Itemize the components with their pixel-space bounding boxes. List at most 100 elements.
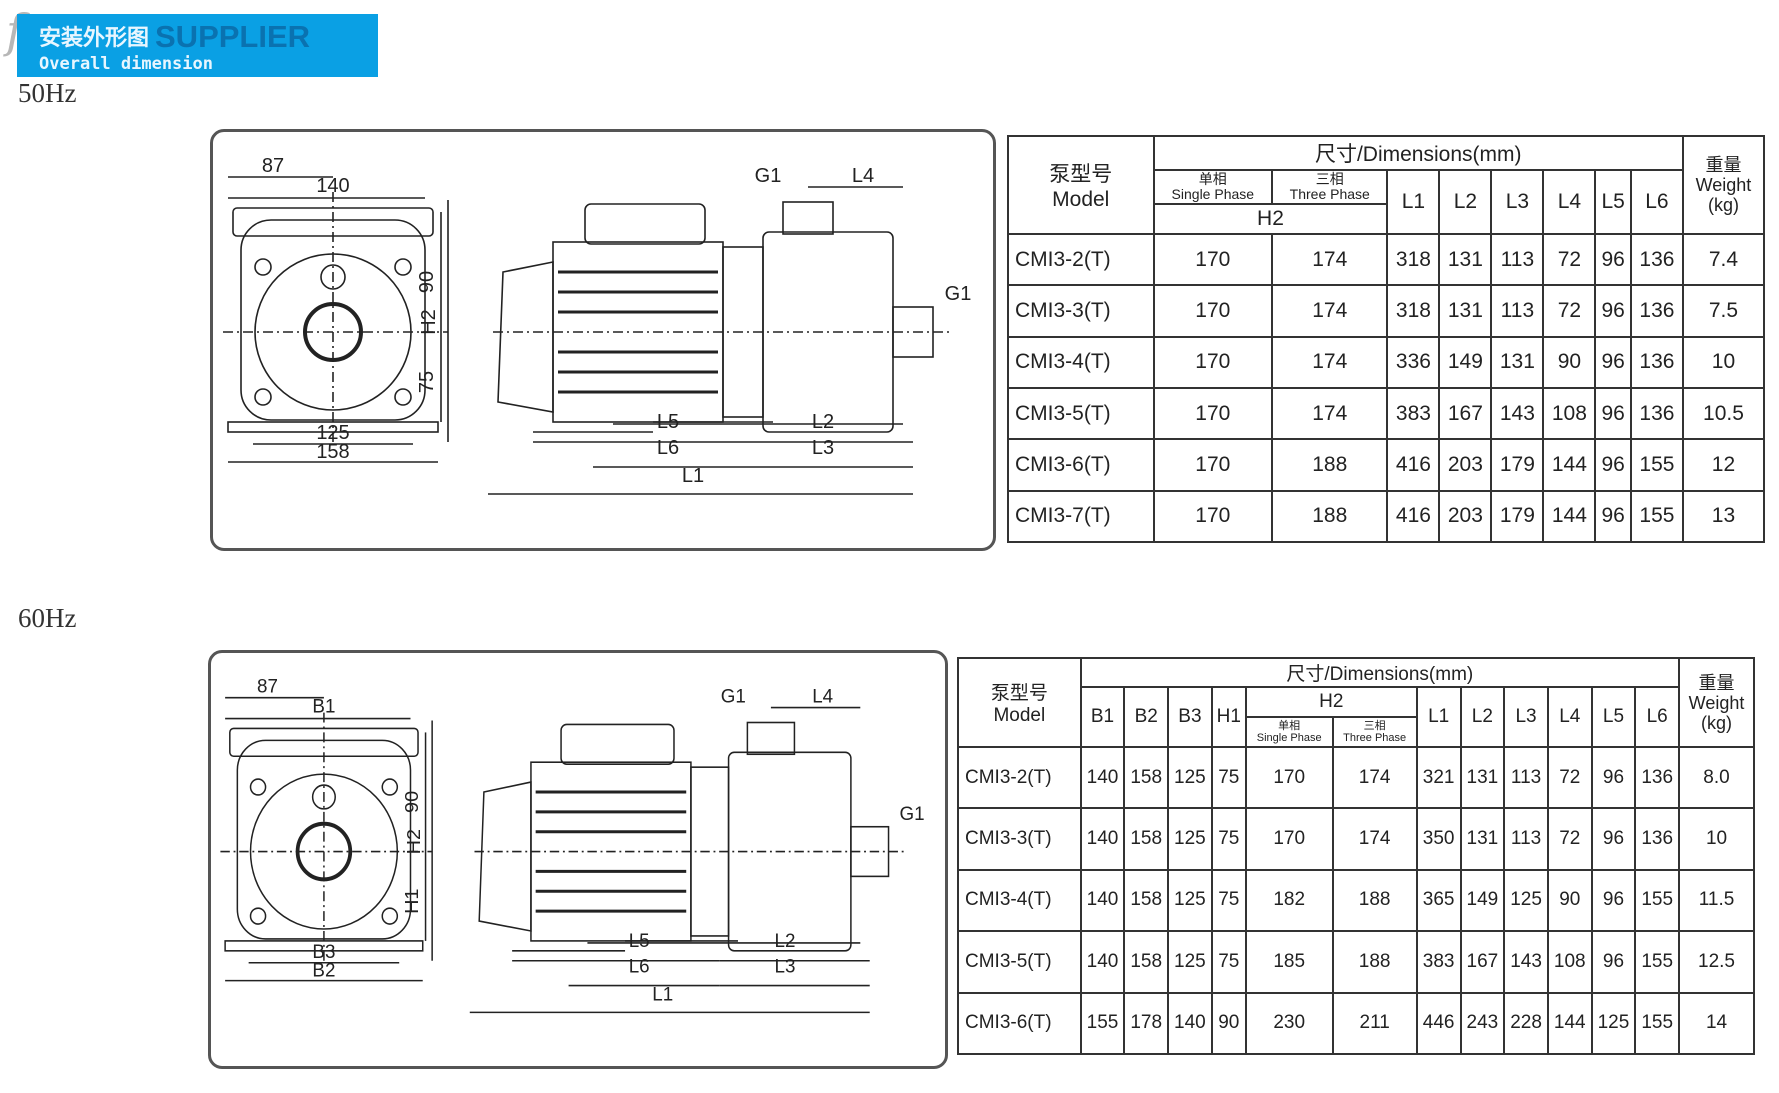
three-phase-en: Three Phase: [1343, 732, 1407, 744]
model-cell: CMI3-4(T): [957, 868, 1082, 933]
value-cell: 155: [1634, 868, 1681, 933]
dim-label-front-bottom1: 125: [316, 422, 349, 444]
value-cell: 7.4: [1681, 232, 1766, 287]
dim-label-g1-right: G1: [945, 283, 972, 305]
single-phase-cn: 单相: [1278, 720, 1301, 732]
value-cell: 170: [1152, 232, 1274, 287]
dim-label-front-right2: H1: [401, 889, 422, 914]
three-phase-cn: 三相: [1363, 720, 1386, 732]
dim-label-l1: L1: [652, 983, 673, 1006]
value-cell: 155: [1079, 991, 1126, 1056]
column-header-l3: L3: [1490, 169, 1545, 235]
value-cell: 149: [1438, 335, 1493, 389]
value-cell: 158: [1123, 868, 1170, 933]
value-cell: 96: [1594, 438, 1632, 492]
value-cell: 136: [1634, 745, 1681, 810]
dim-label-front-top1: 87: [262, 155, 284, 177]
column-header-l4: L4: [1542, 169, 1597, 235]
value-cell: 125: [1167, 868, 1213, 933]
value-cell: 96: [1590, 868, 1637, 933]
dim-label-l3: L3: [812, 437, 834, 459]
side-view: [447, 186, 953, 495]
model-header-en: Model: [1052, 188, 1110, 211]
value-cell: 113: [1503, 807, 1549, 871]
value-cell: 72: [1542, 232, 1597, 287]
dimensions-header: 尺寸/Dimensions(mm): [1152, 135, 1684, 171]
title-en: Overall dimension: [39, 54, 213, 74]
value-cell: 136: [1629, 386, 1684, 441]
dim-label-l2: L2: [775, 929, 796, 952]
value-cell: 136: [1634, 807, 1681, 871]
column-header-l5: L5: [1594, 169, 1632, 235]
value-cell: 14: [1678, 991, 1755, 1056]
value-cell: 75: [1210, 930, 1247, 994]
front-view: [223, 176, 448, 463]
column-header-l6: L6: [1629, 169, 1684, 235]
value-cell: 10.5: [1681, 386, 1766, 441]
value-cell: 96: [1590, 745, 1637, 810]
value-cell: 96: [1594, 284, 1632, 338]
weight-header-cn: 重量: [1698, 672, 1735, 693]
single-phase-en: Single Phase: [1256, 732, 1322, 744]
value-cell: 243: [1459, 991, 1506, 1056]
value-cell: 170: [1244, 807, 1334, 871]
value-cell: 383: [1415, 930, 1462, 994]
value-cell: 203: [1438, 489, 1493, 544]
dim-label-l6: L6: [657, 437, 679, 459]
dim-label-l3: L3: [775, 955, 796, 978]
value-cell: 96: [1594, 386, 1632, 441]
value-cell: 188: [1271, 438, 1389, 492]
freq-50hz-label: 50Hz: [18, 78, 77, 108]
value-cell: 170: [1152, 284, 1274, 338]
value-cell: 125: [1167, 745, 1213, 810]
value-cell: 125: [1590, 991, 1637, 1056]
value-cell: 158: [1123, 807, 1170, 871]
value-cell: 158: [1123, 745, 1170, 810]
value-cell: 170: [1152, 335, 1274, 389]
value-cell: 140: [1079, 868, 1126, 933]
weight-header-en: Weight: [1688, 692, 1745, 713]
dim-label-h2: H2: [418, 309, 440, 335]
value-cell: 155: [1634, 991, 1681, 1056]
value-cell: 336: [1386, 335, 1441, 389]
value-cell: 167: [1438, 386, 1493, 441]
value-cell: 90: [1542, 335, 1597, 389]
value-cell: 188: [1271, 489, 1389, 544]
dim-label-l2: L2: [812, 411, 834, 433]
dim-label-g1-top: G1: [755, 165, 782, 187]
value-cell: 188: [1331, 868, 1418, 933]
column-header-l1: L1: [1386, 169, 1441, 235]
value-cell: 96: [1594, 335, 1632, 389]
dim-label-h2: H2: [403, 829, 424, 854]
value-cell: 185: [1244, 930, 1334, 994]
value-cell: 12: [1681, 438, 1766, 492]
freq-60hz-label: 60Hz: [18, 603, 77, 633]
value-cell: 203: [1438, 438, 1493, 492]
value-cell: 446: [1415, 991, 1462, 1056]
value-cell: 125: [1167, 807, 1213, 871]
dim-label-l4: L4: [852, 165, 874, 187]
column-header-b2: B2: [1123, 686, 1170, 748]
model-cell: CMI3-2(T): [1007, 232, 1155, 287]
dim-label-front-top2: 140: [316, 175, 349, 197]
h2-header: H2: [1152, 203, 1389, 235]
value-cell: 365: [1415, 868, 1462, 933]
model-cell: CMI3-6(T): [957, 991, 1082, 1056]
dim-label-g1-right: G1: [900, 802, 925, 825]
value-cell: 143: [1490, 386, 1545, 441]
weight-header-unit: (kg): [1701, 712, 1732, 733]
value-cell: 131: [1459, 807, 1506, 871]
dim-label-l1: L1: [682, 465, 704, 487]
value-cell: 140: [1079, 745, 1126, 810]
value-cell: 321: [1415, 745, 1462, 810]
